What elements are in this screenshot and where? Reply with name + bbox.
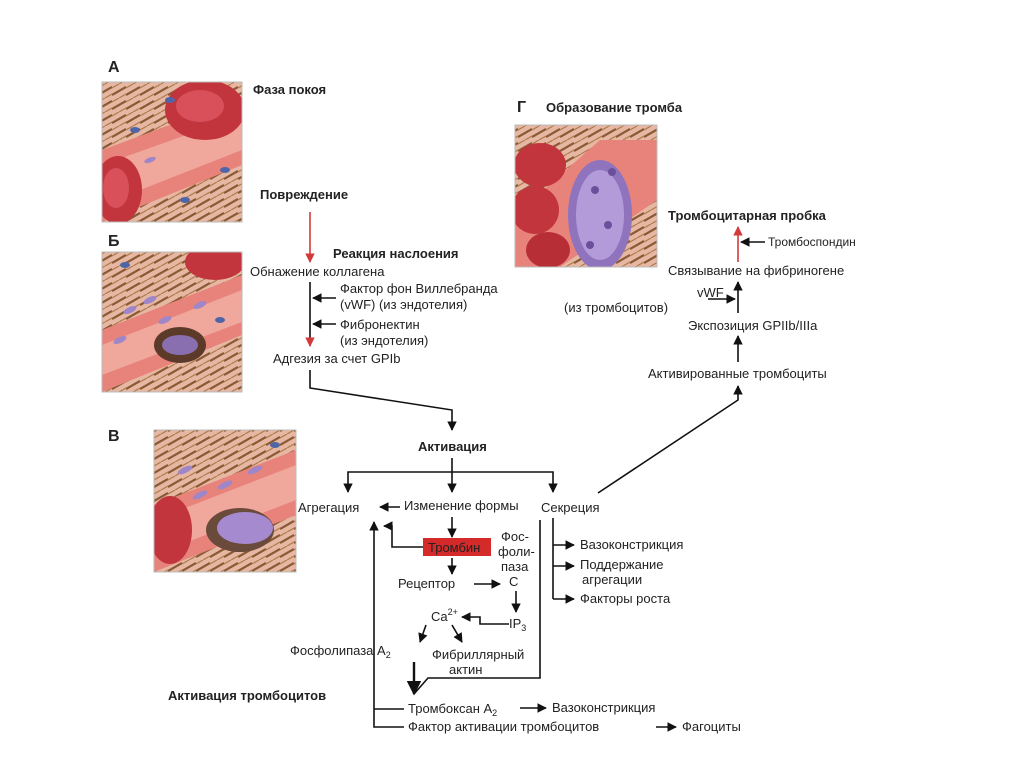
panel-letter-g: Г [517,99,526,116]
ip3-to-ca-arrow [461,612,509,625]
ca-to-pla2-arrow [418,624,428,643]
collagen-exposure-label: Обнажение коллагена [250,264,385,279]
phospholipase-c-line2: фоли- [498,544,535,559]
bottom-feedback-loop-outer [369,521,404,728]
support-aggregation-line1: Поддержание [580,557,664,572]
panel-letter-b: Б [108,233,120,250]
calcium-label: Ca2+ [431,607,458,624]
paf-label: Фактор активации тромбоцитов [408,719,599,734]
vwf-platelet-line2: (из тромбоцитов) [564,300,668,315]
thrombospondin-label: Тромбоспондин [768,235,856,249]
vwf-endothelium-line1: Фактор фон Виллебранда [340,281,498,296]
activation-title: Активация [418,439,487,454]
vwf-endothelium-line2: (vWF) (из эндотелия) [340,297,467,312]
gp-exposure-label: Экспозиция GPIIb/IIIa [688,318,818,333]
activation-frame [153,429,297,573]
injury-label: Повреждение [260,187,348,202]
adhesion-reaction-label: Реакция наслоения [333,246,459,261]
vwf-platelet-line1: vWF [697,285,724,300]
activated-platelets-label: Активированные тромбоциты [648,366,827,381]
aggregation-label: Агрегация [298,500,359,515]
growth-factors-label: Факторы роста [580,591,671,606]
thrombus-illustration [515,125,657,267]
shape-change-label: Изменение формы [404,498,519,513]
ca-to-actin-arrow [451,624,463,643]
thromboxane-label: Тромбоксан A2 [408,701,497,718]
fibronectin-line2: (из эндотелия) [340,333,428,348]
fibrillar-actin-line1: Фибриллярный [432,647,524,662]
phagocytes-label: Фагоциты [682,719,741,734]
thrombin-highlight [423,538,491,556]
resting-phase-frame [101,81,243,223]
fibrillar-actin-line2: актин [449,662,482,677]
txa-vasoconstriction-label: Вазоконстрикция [552,700,655,715]
adhesion-frame [101,251,243,393]
platelet-plug-label: Тромбоцитарная пробка [668,208,827,223]
thrombin-label: Тромбин [428,540,480,555]
secretion-to-activated-line [597,385,743,494]
phospholipase-c-line3: паза [501,559,529,574]
adhesion-illustration [102,252,242,392]
thrombus-formation-title: Образование тромба [546,100,683,115]
actin-to-shape-line [413,520,541,695]
activation-illustration [154,430,296,572]
phospholipase-c-line1: Фос- [501,529,529,544]
pla2-label: Фосфолипаза A2 [290,643,391,660]
vasoconstriction-label: Вазоконстрикция [580,537,683,552]
thrombin-feedback-line [383,521,423,548]
panel-letter-a: А [108,59,120,76]
fibronectin-line1: Фибронектин [340,317,420,332]
secretion-label: Секреция [541,500,600,515]
panel-letter-v: В [108,428,120,445]
phospholipase-c-label: C [509,574,518,589]
support-aggregation-line2: агрегации [582,572,642,587]
resting-phase-illustration [102,82,242,222]
adhesion-to-activation-line [309,370,457,431]
thrombus-frame [514,124,658,268]
fibrinogen-binding-label: Связывание на фибриногене [668,263,844,278]
activation-branch-left [343,471,452,493]
platelet-activation-label: Активация тромбоцитов [168,688,326,703]
gpib-adhesion-label: Адгезия за счет GPIb [273,351,400,366]
resting-phase-title: Фаза покоя [253,82,326,97]
activation-branch-right [452,471,558,493]
ip3-label: IP3 [509,616,526,633]
receptor-label: Рецептор [398,576,455,591]
